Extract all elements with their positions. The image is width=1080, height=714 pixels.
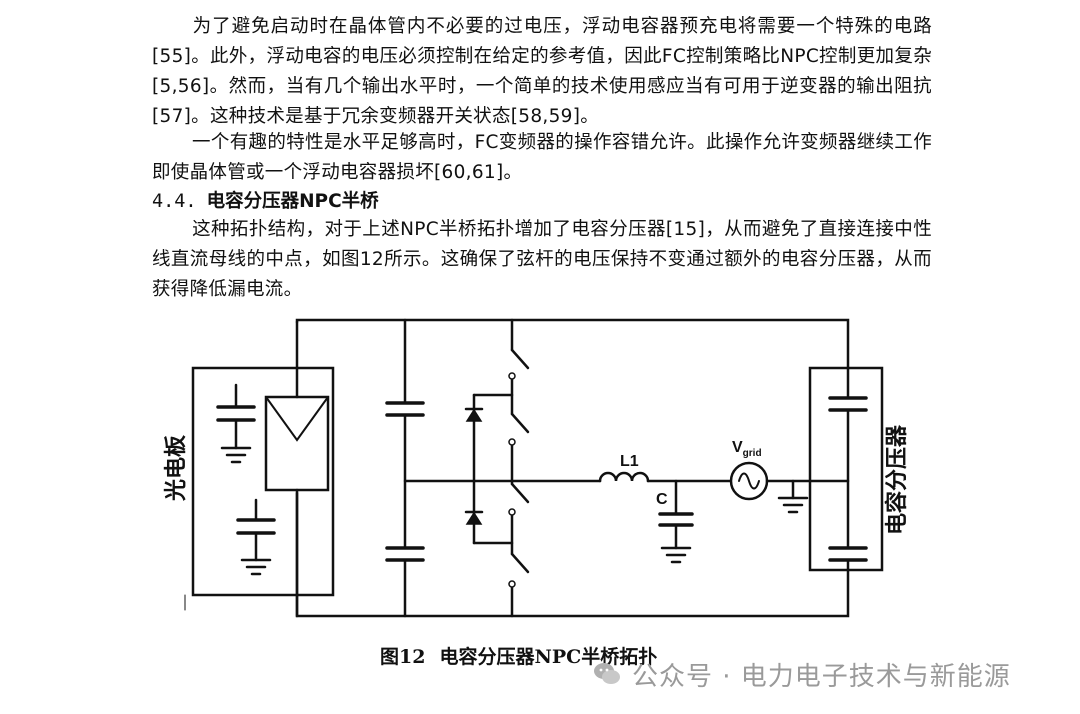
section-heading: 4.4. 电容分压器NPC半桥 <box>152 187 379 217</box>
paragraph-2: 一个有趣的特性是水平足够高时，FC变频器的操作容错允许。此操作允许变频器继续工作… <box>152 128 932 188</box>
output-filter <box>510 461 850 564</box>
pv-panel-box <box>184 320 335 618</box>
section-title: 电容分压器NPC半桥 <box>206 191 379 212</box>
paragraph-3-text: 这种拓扑结构，对于上述NPC半桥拓扑增加了电容分压器[15]，从而避免了直接连接… <box>152 219 932 300</box>
watermark: 公众号 · 电力电子技术与新能源 <box>592 654 1011 694</box>
capacitor-divider-label: 电容分压器 <box>884 424 910 535</box>
inductor-l1 <box>598 471 650 483</box>
switch-1 <box>510 348 530 370</box>
rails <box>295 318 850 618</box>
switch-2 <box>510 412 530 434</box>
paragraph-2-text: 一个有趣的特性是水平足够高时，FC变频器的操作容错允许。此操作允许变频器继续工作… <box>152 132 932 183</box>
switch-4 <box>510 552 530 574</box>
paragraph-1: 为了避免启动时在晶体管内不必要的过电压，浮动电容器预充电将需要一个特殊的电路[5… <box>152 12 932 132</box>
npc-leg <box>464 318 530 618</box>
paragraph-1-text: 为了避免启动时在晶体管内不必要的过电压，浮动电容器预充电将需要一个特殊的电路[5… <box>152 16 932 127</box>
wechat-icon <box>594 663 620 684</box>
inductor-label: L1 <box>620 453 639 470</box>
pv-panel-label: 光电板 <box>164 434 189 502</box>
section-number: 4.4. <box>152 191 197 212</box>
capacitor-label: C <box>656 491 668 508</box>
diode-bottom <box>465 511 483 525</box>
grid-voltage-sub: grid <box>743 448 762 459</box>
paragraph-3: 这种拓扑结构，对于上述NPC半桥拓扑增加了电容分压器[15]，从而避免了直接连接… <box>152 215 932 305</box>
grid-voltage-label: Vgrid <box>732 439 762 459</box>
diode-top <box>465 408 483 422</box>
capacitor-divider-box <box>808 366 884 572</box>
grid-voltage-main: V <box>732 439 743 456</box>
switch-3 <box>510 482 530 504</box>
dc-link-capacitors <box>385 318 514 618</box>
caption-number: 图12 <box>380 646 426 668</box>
figure-caption: 图12 电容分压器NPC半桥拓扑 <box>380 642 657 669</box>
watermark-text: 公众号 · 电力电子技术与新能源 <box>632 661 1011 692</box>
caption-title: 电容分压器NPC半桥拓扑 <box>439 646 658 668</box>
